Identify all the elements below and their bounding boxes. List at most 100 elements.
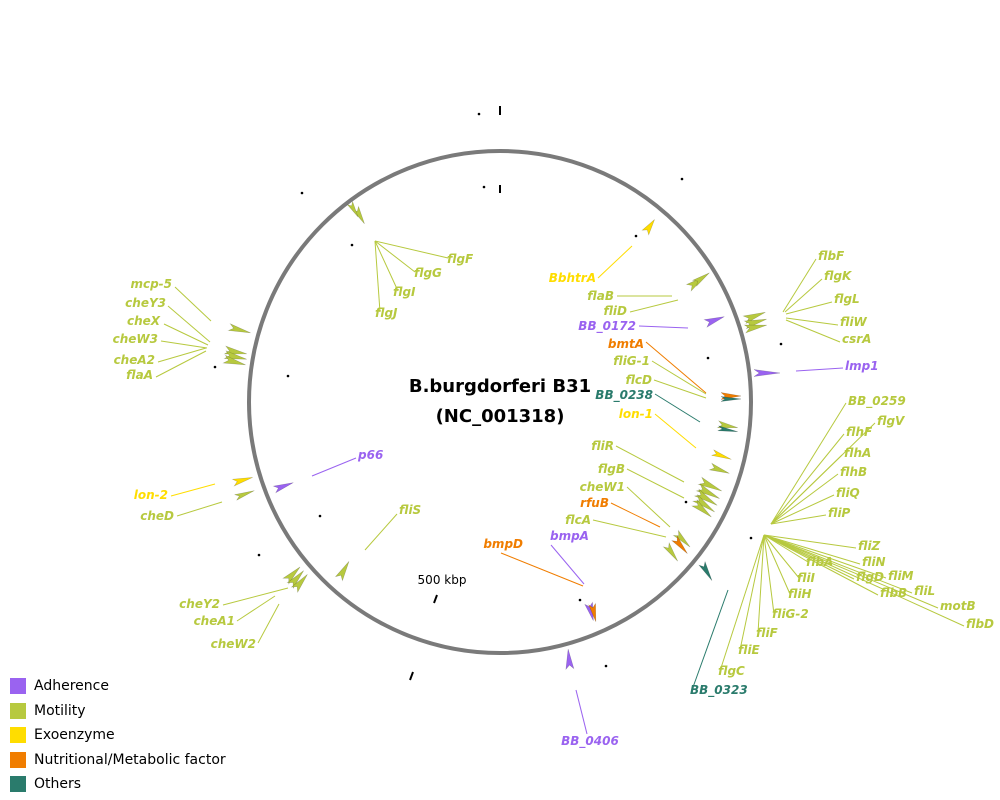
gene-feature-arrow	[286, 570, 304, 589]
leader-line-flif	[757, 534, 765, 634]
genome-ring	[247, 149, 753, 655]
gene-label-bb-0259: BB_0259	[848, 394, 906, 409]
gene-label-ched: cheD	[140, 509, 174, 523]
leader-line-flgf	[374, 240, 449, 259]
leader-line-csra	[785, 319, 841, 343]
gene-label-flba: flbA	[806, 555, 833, 569]
gene-label-flig-1: fliG-1	[613, 354, 650, 368]
gene-label-lon-2: lon-2	[134, 488, 168, 502]
gene-label-flim: fliM	[888, 569, 914, 583]
leader-line-bb-0172	[638, 325, 689, 329]
leader-line-flil	[763, 534, 913, 594]
leader-line-bmta	[645, 341, 707, 394]
gene-feature-arrow	[698, 560, 713, 581]
gene-label-fliq: fliQ	[836, 486, 860, 500]
gene-label-flgd: flgD	[856, 570, 884, 584]
leader-line-flha	[770, 454, 843, 525]
leader-line-mcp-5	[174, 286, 212, 322]
gene-label-rfub: rfuB	[580, 496, 609, 510]
gene-label-fliw: fliW	[840, 315, 868, 329]
gene-feature-arrow	[695, 483, 720, 499]
leader-line-ched	[176, 501, 223, 517]
leader-line-chew3	[160, 340, 208, 349]
leader-line-chew1	[626, 486, 671, 528]
gene-label-flie: fliE	[738, 643, 761, 657]
position-marker-dot	[578, 598, 582, 602]
gene-label-chew2: cheW2	[211, 637, 256, 651]
gene-label-flir: fliR	[591, 439, 614, 453]
gene-label-flis: fliS	[399, 503, 421, 517]
gene-feature-arrow	[588, 602, 597, 622]
leader-line-flgg	[374, 240, 416, 273]
gene-label-chew1: cheW1	[580, 480, 625, 494]
gene-feature-arrow	[662, 541, 678, 562]
leader-line-flim	[763, 534, 887, 579]
position-marker-dot	[318, 514, 322, 518]
leader-line-bb-0238	[654, 393, 701, 423]
leader-line-flie	[739, 534, 765, 651]
position-marker-dot	[749, 536, 753, 540]
position-marker-dot	[684, 500, 688, 504]
leader-line-flgk	[784, 278, 823, 313]
gene-label-flgb: flgB	[598, 462, 625, 476]
gene-label-chey2: cheY2	[179, 597, 220, 611]
gene-label-csra: csrA	[842, 332, 871, 346]
position-marker-dot	[604, 664, 608, 668]
leader-line-lmp1	[795, 367, 844, 372]
position-marker-dot	[257, 553, 261, 557]
gene-label-flig-2: fliG-2	[772, 607, 809, 621]
gene-feature-arrow	[223, 345, 247, 355]
gene-label-bmpa: bmpA	[550, 529, 589, 543]
position-marker-dot	[482, 185, 486, 189]
leader-line-flip	[770, 514, 827, 525]
leader-line-bmpa	[550, 544, 585, 585]
gene-feature-arrow	[717, 425, 738, 432]
leader-line-flbf	[782, 258, 817, 313]
position-marker-dot	[350, 243, 354, 247]
gene-label-fliz: fliZ	[858, 539, 881, 553]
gene-label-flgv: flgV	[877, 414, 906, 428]
gene-label-flip: fliP	[828, 506, 851, 520]
position-marker-dot	[286, 374, 290, 378]
gene-feature-arrow	[691, 499, 712, 518]
gene-label-flbd: flbD	[966, 617, 994, 631]
scale-bar-label: 500 kbp	[418, 573, 467, 587]
position-marker-dot	[477, 112, 481, 116]
gene-label-mcp-5: mcp-5	[130, 277, 172, 291]
gene-label-bmpd: bmpD	[483, 537, 523, 551]
gene-feature-arrow	[222, 354, 246, 366]
legend-label: Nutritional/Metabolic factor	[34, 751, 226, 768]
scale-tick-mark	[433, 594, 438, 604]
leader-line-flgi	[374, 240, 399, 292]
legend-item-others: Others	[10, 772, 226, 797]
gene-feature-arrow	[290, 574, 308, 594]
gene-label-chey3: cheY3	[125, 296, 166, 310]
gene-label-flaa: flaA	[126, 368, 153, 382]
leader-line-bbhtra	[597, 245, 633, 279]
gene-feature-arrow	[346, 200, 359, 218]
legend-swatch	[10, 776, 26, 793]
leader-line-flgc	[719, 534, 765, 672]
gene-label-flhf: flhF	[846, 425, 873, 439]
position-marker-dot	[706, 356, 710, 360]
legend-swatch	[10, 678, 26, 695]
leader-line-flbb	[763, 534, 879, 596]
gene-feature-arrow	[720, 396, 742, 402]
gene-feature-arrow	[753, 369, 781, 377]
gene-feature-arrow	[743, 324, 767, 334]
leader-line-flaa	[155, 350, 207, 378]
gene-label-chea2: cheA2	[114, 353, 155, 367]
legend-swatch	[10, 751, 26, 768]
legend-item-motility: Motility	[10, 699, 226, 724]
gene-label-flgj: flgJ	[375, 306, 398, 320]
gene-label-bmta: bmtA	[608, 337, 644, 351]
legend-item-exoenzyme: Exoenzyme	[10, 723, 226, 748]
gene-feature-arrow	[693, 488, 718, 506]
gene-label-bb-0172: BB_0172	[578, 319, 636, 334]
gene-label-flbf: flbF	[818, 249, 845, 263]
leader-line-lon-1	[654, 413, 697, 449]
gene-feature-arrow	[565, 648, 575, 671]
leader-line-flba	[763, 534, 809, 563]
gene-label-flgc: flgC	[718, 664, 745, 678]
